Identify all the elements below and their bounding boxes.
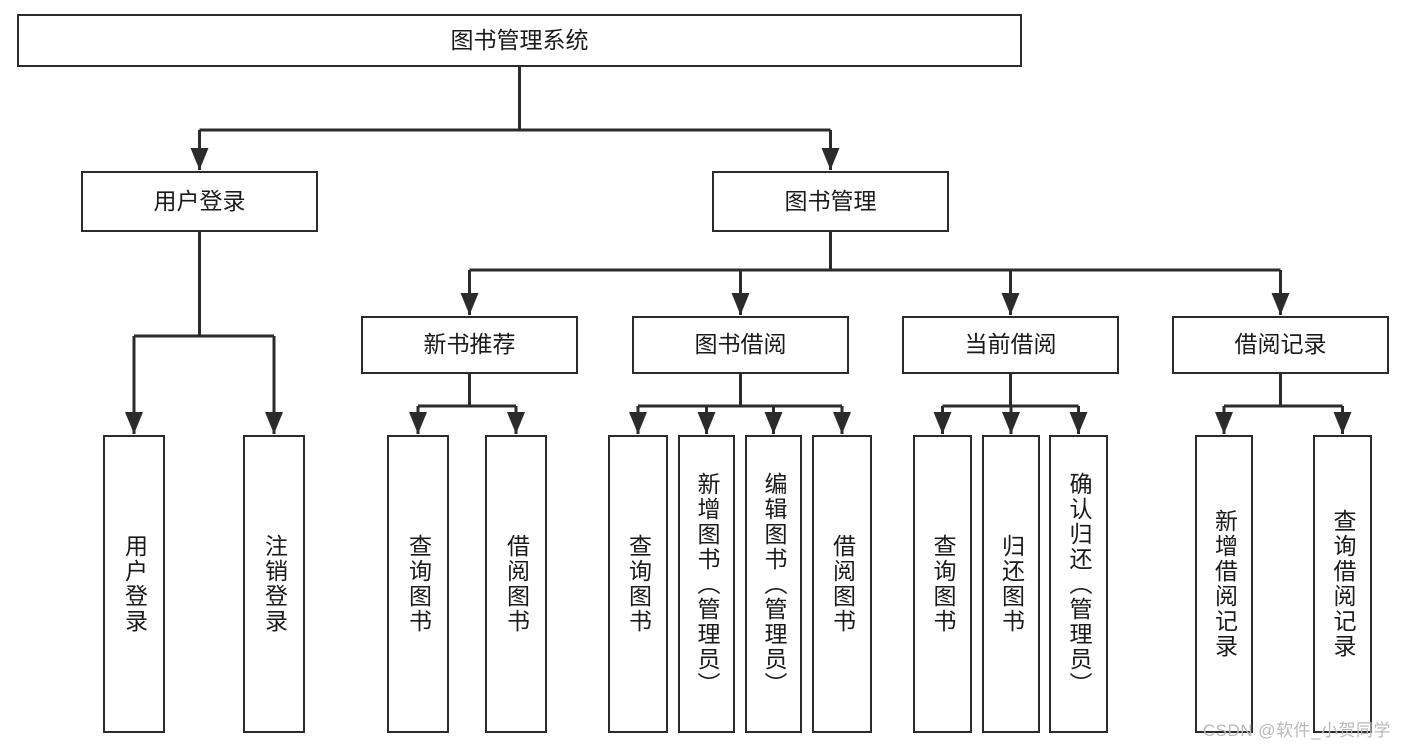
- arrowhead: [731, 293, 750, 315]
- arrowhead: [1069, 412, 1088, 434]
- node-root[interactable]: 图书管理系统: [17, 14, 1022, 67]
- node-label: 查询借阅记录: [1330, 509, 1356, 659]
- node-leaf-query-book-current[interactable]: 查询图书: [913, 435, 972, 733]
- node-label: 用户登录: [121, 534, 148, 634]
- node-borrow-record[interactable]: 借阅记录: [1172, 316, 1389, 374]
- node-user-login[interactable]: 用户登录: [81, 171, 318, 232]
- node-label: 归还图书: [998, 534, 1025, 634]
- node-label: 查询图书: [625, 534, 652, 634]
- arrowhead: [460, 293, 479, 315]
- arrowhead: [697, 412, 716, 434]
- node-label: 确认归还（管理员）: [1066, 471, 1092, 697]
- arrowhead: [821, 148, 840, 170]
- node-label: 用户登录: [153, 187, 246, 214]
- node-label: 注销登录: [261, 534, 288, 634]
- node-label: 图书管理系统: [450, 26, 589, 53]
- node-label: 借阅记录: [1234, 331, 1327, 358]
- node-label: 图书管理: [784, 187, 877, 214]
- arrowhead: [1271, 293, 1290, 315]
- node-book-manage[interactable]: 图书管理: [712, 171, 949, 232]
- arrowhead: [1002, 412, 1020, 434]
- node-label: 编辑图书（管理员）: [761, 471, 787, 697]
- node-leaf-add-record[interactable]: 新增借阅记录: [1195, 435, 1253, 733]
- arrowhead: [1333, 412, 1352, 434]
- node-new-book-rec[interactable]: 新书推荐: [361, 316, 578, 374]
- arrowhead: [629, 412, 647, 434]
- node-leaf-add-book[interactable]: 新增图书（管理员）: [678, 435, 735, 733]
- arrowhead: [933, 412, 952, 434]
- node-book-borrow[interactable]: 图书借阅: [632, 316, 849, 374]
- node-leaf-edit-book[interactable]: 编辑图书（管理员）: [745, 435, 802, 733]
- node-label: 借阅图书: [829, 534, 856, 634]
- node-leaf-query-record[interactable]: 查询借阅记录: [1313, 435, 1372, 733]
- node-leaf-return-book[interactable]: 归还图书: [982, 435, 1040, 733]
- arrowhead: [265, 412, 283, 434]
- node-label: 当前借阅: [964, 331, 1057, 358]
- arrowhead: [1215, 412, 1233, 434]
- node-leaf-borrow-book-rec[interactable]: 借阅图书: [485, 435, 547, 733]
- node-leaf-borrow-book[interactable]: 借阅图书: [812, 435, 872, 733]
- node-label: 借阅图书: [503, 534, 530, 634]
- arrowhead: [125, 412, 143, 434]
- node-label: 新书推荐: [423, 331, 516, 358]
- node-label: 新增借阅记录: [1211, 509, 1238, 659]
- arrowhead: [833, 412, 851, 434]
- node-label: 新增图书（管理员）: [694, 471, 720, 697]
- arrowhead: [1001, 293, 1020, 315]
- node-leaf-query-book-rec[interactable]: 查询图书: [387, 435, 449, 733]
- node-label: 查询图书: [930, 534, 956, 634]
- node-leaf-query-book-borrow[interactable]: 查询图书: [608, 435, 668, 733]
- node-leaf-user-login[interactable]: 用户登录: [103, 435, 165, 733]
- arrowhead: [764, 412, 783, 434]
- arrowhead: [190, 148, 209, 170]
- arrowhead: [507, 412, 525, 434]
- arrowhead: [409, 412, 427, 434]
- node-current-borrow[interactable]: 当前借阅: [902, 316, 1119, 374]
- node-label: 查询图书: [405, 534, 432, 634]
- node-leaf-user-logout[interactable]: 注销登录: [243, 435, 305, 733]
- node-label: 图书借阅: [694, 331, 787, 358]
- node-leaf-confirm-return[interactable]: 确认归还（管理员）: [1049, 435, 1108, 733]
